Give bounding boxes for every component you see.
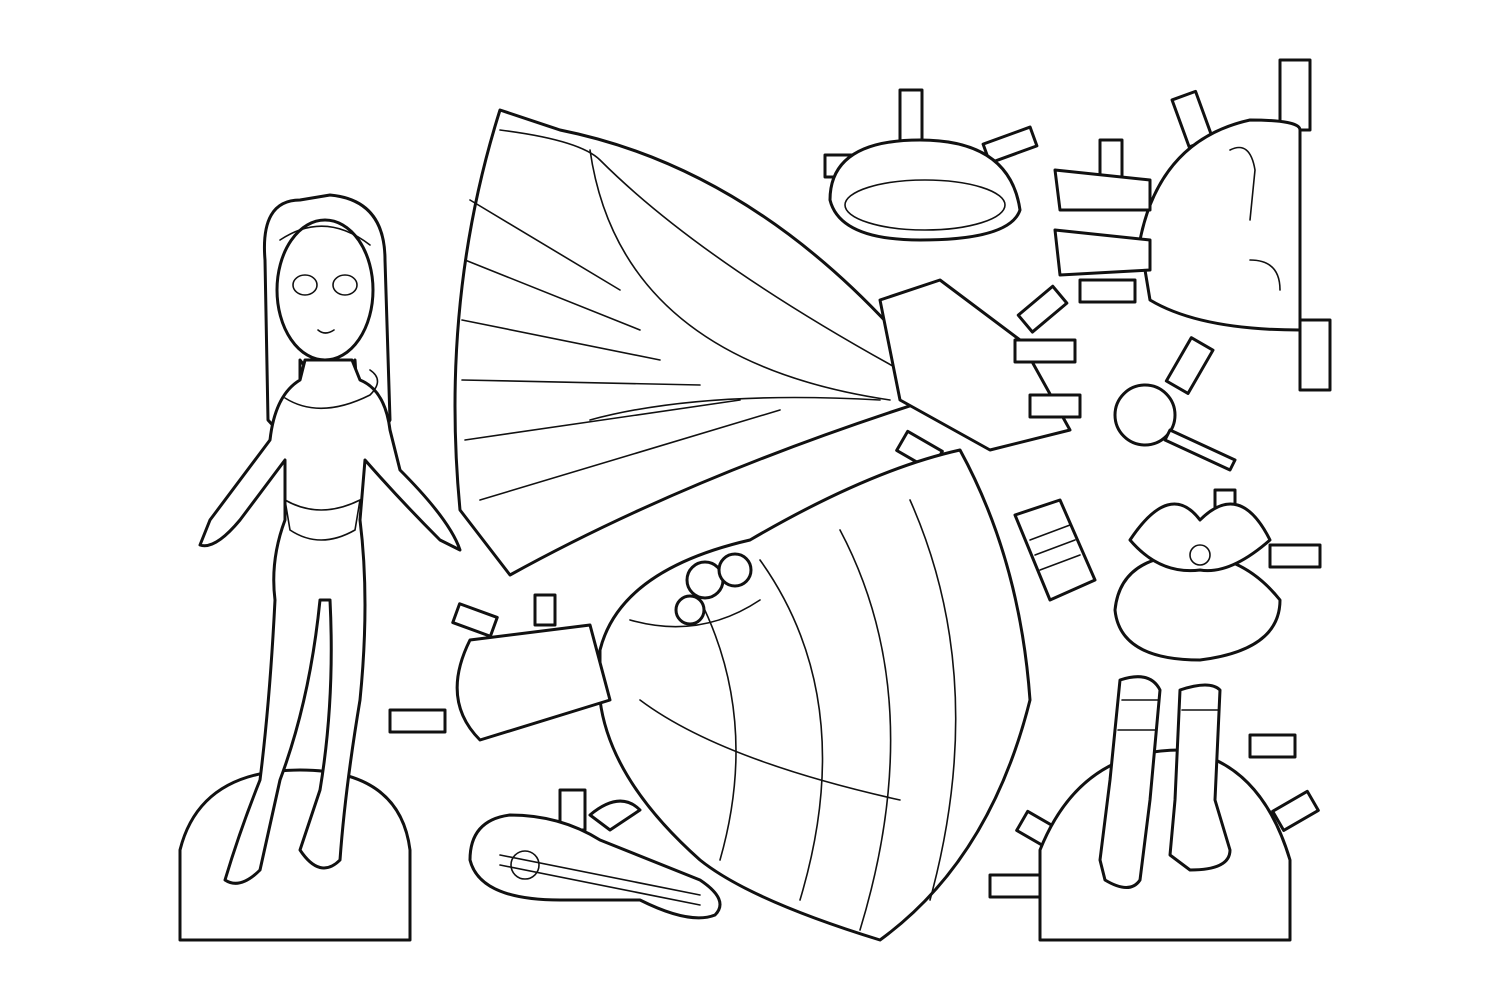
book: [1013, 498, 1097, 602]
gown-with-bird-pattern: [453, 108, 1082, 577]
gown-with-flower-bouquet: [388, 448, 1032, 942]
boots: [988, 675, 1320, 942]
hat-with-feathers: [1113, 488, 1322, 662]
doll-with-stand: [178, 193, 462, 942]
stockings-and-shoes: [1053, 58, 1332, 395]
lute: [468, 799, 722, 920]
hat-with-bow: [823, 88, 1039, 242]
hand-mirror: [1113, 383, 1237, 472]
